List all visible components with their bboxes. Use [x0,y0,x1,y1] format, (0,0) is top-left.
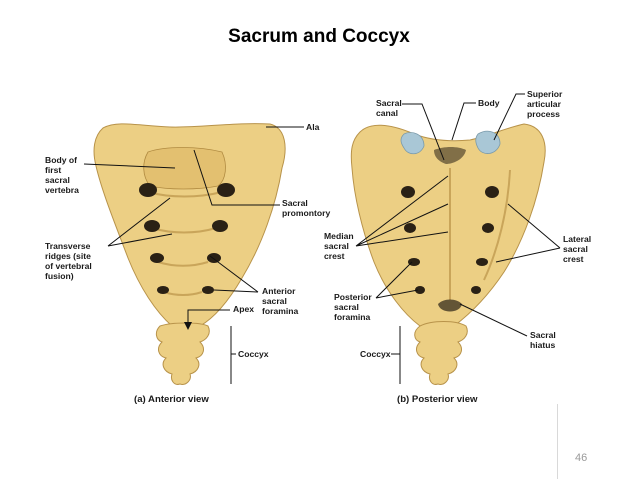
footer-divider [557,404,558,479]
label-coccyx-posterior: Coccyx [360,349,391,359]
label-line: sacral [563,244,588,254]
leader-sacral-hiatus [459,303,528,337]
posterior-foramen-left-4 [415,286,425,294]
label-line: Sacral [530,330,556,340]
anterior-sacrum-illustration [93,123,286,385]
anterior-sacral-promontory-label: Sacral promontory [282,198,330,218]
leader-transverse-ridges [107,197,173,247]
anterior-foramen-left-3 [150,253,164,263]
posterior-foramen-left-2 [404,223,416,233]
apex-arrowhead [184,322,192,330]
label-line: promontory [282,208,330,218]
anterior-sacrum-bone [93,123,286,330]
label-line: crest [563,254,584,264]
posterior-sacrum-illustration [350,123,546,385]
posterior-sacral-canal-label: Sacral canal [376,98,402,118]
leader-sacral-canal [402,103,445,161]
leader-coccyx-posterior-bracket [391,326,401,384]
label-line: Transverse [45,241,91,251]
anterior-coccyx-bone [155,322,210,385]
posterior-sacrum-bone [350,123,546,331]
label-line: canal [376,108,398,118]
leader-lateral-sacral-crest [495,203,561,263]
anterior-transverse-ridges-label: Transverse ridges (site of vertebral fus… [45,241,92,281]
label-line: crest [324,251,345,261]
label-line: sacral [262,296,287,306]
page-number: 46 [575,452,588,464]
label-line: sacral [45,175,70,185]
sacral-hiatus-opening [438,299,462,312]
superior-articular-facet-right [475,130,501,154]
label-apex: Apex [233,304,254,314]
label-line: vertebra [45,185,79,195]
anterior-foramen-left-2 [144,220,160,232]
anterior-foramen-right-3 [207,253,221,263]
label-line: Median [324,231,354,241]
transverse-ridge-3 [157,261,209,267]
anterior-body-first-vertebra [143,147,226,190]
caption-posterior-view: (b) Posterior view [397,394,478,405]
posterior-foramen-right-2 [482,223,494,233]
leader-posterior-sacral-foramina [375,261,419,299]
leader-anterior-sacral-foramina [209,255,259,293]
anterior-foramen-left-1 [139,183,157,197]
leader-apex [187,309,230,326]
label-line: of vertebral [45,261,92,271]
superior-articular-facet-left [400,132,425,155]
leader-sacral-promontory [193,149,280,206]
label-line: Superior [527,89,563,99]
posterior-median-sacral-crest-label: Median sacral crest [324,231,354,261]
anterior-body-label: Body of first sacral vertebra [45,155,79,195]
posterior-sacral-canal-opening [434,147,466,164]
leader-coccyx-anterior-bracket [230,326,236,384]
label-line: sacral [324,241,349,251]
leader-superior-articular-process [493,93,525,141]
posterior-superior-articular-process-label: Superior articular process [527,89,563,119]
posterior-lateral-sacral-crest-label: Lateral sacral crest [563,234,591,264]
posterior-foramen-right-1 [485,186,499,198]
label-line: sacral [334,302,359,312]
leader-body [451,102,476,141]
lateral-sacral-crest-ridge [483,169,511,281]
label-coccyx-anterior: Coccyx [238,349,269,359]
label-line: fusion) [45,271,74,281]
label-line: articular [527,99,562,109]
label-line: Posterior [334,292,372,302]
label-line: Sacral [376,98,402,108]
posterior-foramen-right-3 [476,258,488,266]
posterior-sacral-foramina-label: Posterior sacral foramina [334,292,372,322]
posterior-foramen-left-1 [401,186,415,198]
anterior-foramen-left-4 [157,286,169,294]
anterior-foramen-right-1 [217,183,235,197]
slide-title: Sacrum and Coccyx [228,26,410,47]
label-line: Sacral [282,198,308,208]
label-line: foramina [262,306,299,316]
leader-median-sacral-crest [355,175,449,247]
label-line: Body of [45,155,77,165]
anterior-sacral-foramina-label: Anterior sacral foramina [262,286,299,316]
label-ala: Ala [306,122,320,132]
posterior-coccyx-bone [414,321,468,385]
caption-anterior-view: (a) Anterior view [134,394,209,405]
label-line: first [45,165,61,175]
posterior-foramen-right-4 [471,286,481,294]
leader-body-first-vertebra [83,163,176,169]
label-line: foramina [334,312,371,322]
posterior-sacral-hiatus-label: Sacral hiatus [530,330,556,350]
anterior-foramen-right-4 [202,286,214,294]
label-line: process [527,109,560,119]
label-line: Lateral [563,234,591,244]
label-body: Body [478,98,500,108]
label-line: ridges (site [45,251,91,261]
posterior-foramen-left-3 [408,258,420,266]
label-line: Anterior [262,286,296,296]
label-line: hiatus [530,340,556,350]
anterior-foramen-right-2 [212,220,228,232]
